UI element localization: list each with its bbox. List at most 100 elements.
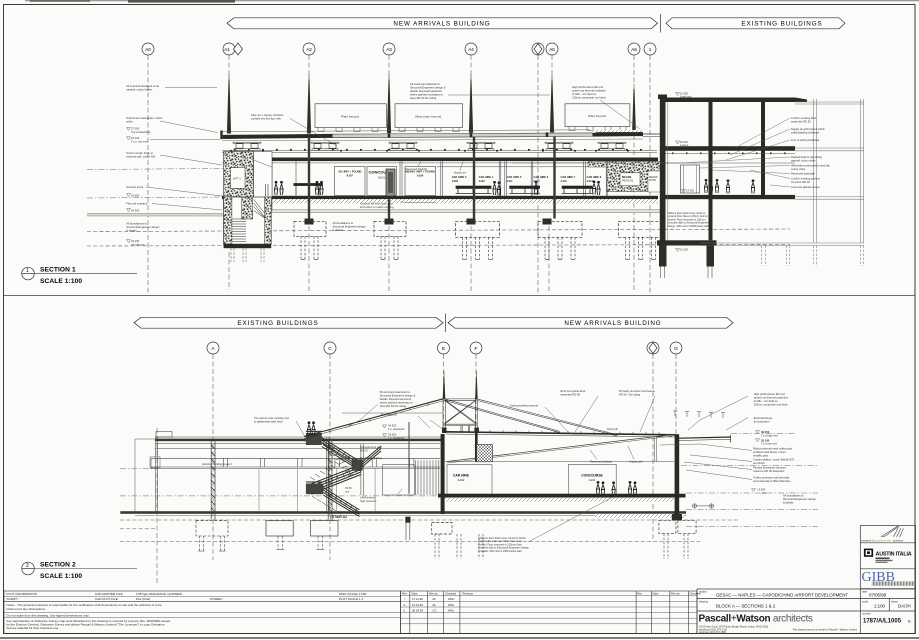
- svg-text:soffit/cladding bulkhead: soffit/cladding bulkhead: [791, 131, 820, 135]
- svg-text:Trolley protection rail intern: Trolley protection rail internally: [753, 476, 790, 480]
- svg-text:Plant beyond: Plant beyond: [341, 115, 359, 119]
- svg-text:white: white: [126, 120, 133, 124]
- svg-text:and externally to BHA Stainles: and externally to BHA Stainless: [753, 479, 791, 483]
- svg-text:association with: association with: [874, 539, 892, 542]
- svg-text:A101: A101: [378, 176, 385, 180]
- svg-text:painted, colour higher: painted, colour higher: [126, 88, 152, 92]
- svg-text:EXISTING BUILDINGS: EXISTING BUILDINGS: [237, 320, 318, 327]
- svg-text:Date: Date: [653, 592, 659, 596]
- svg-text:Plot (f2nd): Plot (f2nd): [136, 597, 150, 601]
- svg-text:CAR HIRE 7: CAR HIRE 7: [561, 175, 576, 179]
- svg-text:assembly RD 92: assembly RD 92: [791, 120, 811, 124]
- svg-text:system as thermal insulation: system as thermal insulation: [572, 89, 606, 93]
- svg-text:Structural Engineers design &: Structural Engineers design &: [410, 86, 446, 90]
- svg-text:Any reproduction of Ordnance S: Any reproduction of Ordnance Survey map …: [7, 619, 171, 623]
- svg-text:pointed into flat door sills: pointed into flat door sills: [251, 117, 281, 121]
- svg-text:Structural Engineers design: Structural Engineers design: [126, 225, 160, 229]
- svg-text:b: b: [404, 608, 406, 612]
- svg-text:SCALE 1:100: SCALE 1:100: [40, 278, 82, 285]
- svg-text:Stucco render finish to: Stucco render finish to: [126, 151, 153, 155]
- svg-text:Structural Engineers design: Structural Engineers design: [783, 497, 817, 501]
- svg-text:External fixings: External fixings: [754, 416, 773, 420]
- svg-text:A4: A4: [468, 47, 474, 52]
- svg-text:CONCOURSE: CONCOURSE: [581, 474, 603, 478]
- svg-text:Notes : The general contractor: Notes : The general contractor is respon…: [7, 603, 163, 607]
- svg-text:All exposed steelwork to be: All exposed steelwork to be: [126, 84, 159, 88]
- svg-text:06.05.99: 06.05.99: [412, 608, 423, 612]
- svg-text:T.o.s high end: T.o.s high end: [761, 433, 778, 437]
- svg-text:Getting building beyond: Getting building beyond: [510, 404, 539, 408]
- svg-text:A111: A111: [507, 179, 513, 183]
- svg-text:T.o.s low end: T.o.s low end: [761, 442, 777, 446]
- svg-text:G: G: [674, 346, 678, 352]
- svg-text:ROYD A1: ROYD A1: [622, 179, 634, 183]
- svg-text:Supply air: Supply air: [454, 171, 466, 175]
- svg-text:MEANS: MEANS: [649, 176, 658, 179]
- svg-text:1:100: 1:100: [874, 604, 886, 609]
- svg-text:13.01.99: 13.01.99: [412, 603, 423, 607]
- svg-text:Riding external metal ceiling: Riding external metal ceiling and: [753, 447, 792, 451]
- svg-text:1787/gtt+3/bdo/bdfn/b-xxNNNEW: 1787/gtt+3/bdo/bdfn/b-xxNNNEW ,: [136, 592, 184, 596]
- svg-text:A0: A0: [145, 47, 151, 52]
- svg-text:C: C: [328, 346, 332, 352]
- svg-text:All foundations to: All foundations to: [783, 494, 804, 498]
- svg-text:PLOT SCALE 1:1: PLOT SCALE 1:1: [339, 597, 363, 601]
- svg-text:WNL: WNL: [448, 603, 455, 607]
- svg-text:23.150: 23.150: [131, 239, 140, 243]
- svg-text:drawing: drawing: [699, 599, 709, 603]
- svg-text:Painted blockwork structure: Painted blockwork structure: [753, 466, 787, 470]
- svg-text:Date: Date: [412, 592, 418, 596]
- svg-text:ceramic floor tiles on 20mm be: ceramic floor tiles on 20mm bed on c/s: [478, 539, 523, 543]
- svg-text:A6: A6: [631, 47, 637, 52]
- svg-text:Pascall+Watson architects: Pascall+Watson architects: [699, 614, 813, 625]
- svg-text:screed. Floor structure is 225: screed. Floor structure is 225mm: [668, 217, 706, 221]
- svg-text:AD UNIT + FOUND: AD UNIT + FOUND: [338, 170, 362, 174]
- svg-text:24-26 New Court 142 Putney B: 24-26 New Court 142 Putney Bridge Road L…: [699, 626, 768, 629]
- svg-text:CONCOURSE: CONCOURSE: [368, 170, 394, 175]
- svg-text:All foundations to: All foundations to: [126, 222, 147, 226]
- svg-text:Existing building beyond: Existing building beyond: [203, 462, 232, 466]
- svg-text:ROYD: ROYD: [649, 179, 656, 182]
- svg-text:external wall, colour N/A: external wall, colour N/A: [126, 155, 155, 159]
- svg-text:A5: A5: [549, 47, 555, 52]
- svg-text:Roof grill: Roof grill: [607, 427, 618, 431]
- svg-text:design. 200 micron DPM below s: design. 200 micron DPM below slab: [668, 224, 710, 228]
- svg-text:details. Exposed elements: details. Exposed elements: [380, 397, 412, 401]
- svg-text:CAR HIRE 5: CAR HIRE 5: [507, 175, 522, 179]
- svg-text:+3.500: +3.500: [757, 488, 766, 492]
- svg-text:to falls - non fleet on: to falls - non fleet on: [572, 92, 597, 96]
- svg-text:17.11.98: 17.11.98: [412, 597, 423, 601]
- svg-text:& details: & details: [783, 501, 794, 505]
- svg-text:BLOCK A — SECTIONS 1 & 2: BLOCK A — SECTIONS 1 & 2: [716, 604, 776, 609]
- svg-text:pen finish: pen finish: [753, 461, 765, 465]
- svg-text:NEW ARRIVALS BUILDING: NEW ARRIVALS BUILDING: [564, 320, 661, 327]
- svg-text:& details. 200 micron DPM belo: & details. 200 micron DPM below slab: [478, 549, 522, 553]
- svg-text:and colour to match existing: and colour to match existing: [360, 205, 394, 209]
- svg-text:Line of ceiling bulkhead: Line of ceiling bulkhead: [791, 138, 820, 142]
- svg-text:CAD MASTER FILE: CAD MASTER FILE: [95, 592, 123, 596]
- svg-text:T.o. steelwork: T.o. steelwork: [388, 427, 405, 431]
- svg-text:u/s pile cap: u/s pile cap: [131, 242, 145, 246]
- svg-text:100mm floor finish zone, finis: 100mm floor finish zone, finish &: [668, 211, 706, 215]
- svg-text:Rev by: Rev by: [429, 592, 438, 596]
- svg-text:Other plant beyond: Other plant beyond: [415, 115, 442, 119]
- svg-text:10.150: 10.150: [680, 248, 688, 252]
- svg-text:profiled metal fascia, colour: profiled metal fascia, colour: [753, 450, 786, 454]
- svg-text:Low level glazed screen: Low level glazed screen: [791, 185, 820, 189]
- svg-text:/: /: [404, 597, 405, 601]
- svg-text:& details: & details: [333, 228, 344, 232]
- svg-text:SECTION 2: SECTION 2: [40, 562, 76, 569]
- svg-text:details. Exposed steelwork: details. Exposed steelwork: [410, 89, 442, 93]
- svg-text:screed. Floor structure is 225: screed. Floor structure is 225mm thick: [478, 542, 523, 546]
- svg-text:Checked: Checked: [690, 592, 701, 596]
- svg-text:for protection: for protection: [754, 420, 770, 424]
- svg-text:| STAIR A2: | STAIR A2: [330, 515, 347, 519]
- svg-text:F: F: [475, 346, 478, 352]
- svg-text:RD 60: RD 60: [360, 449, 368, 453]
- svg-text:CAD PLOT FILE: CAD PLOT FILE: [95, 597, 118, 601]
- svg-text:T.o. steelwork: T.o. steelwork: [388, 436, 405, 440]
- svg-text:Plasterboard to clg ceiling: Plasterboard to clg ceiling: [791, 155, 822, 159]
- svg-text:POWER ,: POWER ,: [210, 597, 224, 601]
- svg-text:SECTION 1: SECTION 1: [40, 267, 76, 274]
- svg-text:high premium: high premium: [360, 499, 377, 503]
